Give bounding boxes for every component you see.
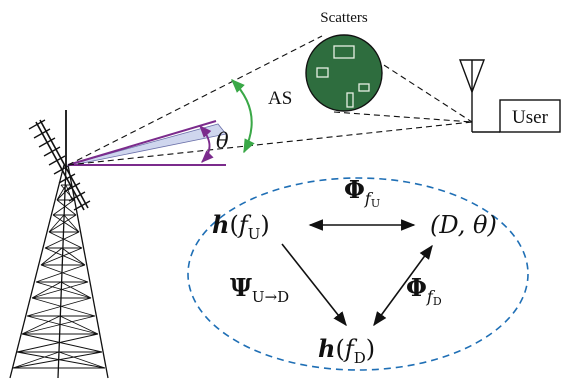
scatters-label: Scatters <box>320 10 368 26</box>
h-fd-node: h(fD) <box>318 334 375 367</box>
psi-label: ΨU→D <box>230 273 289 306</box>
scatterer-rect-1 <box>333 45 355 59</box>
base-station-tower <box>9 110 109 379</box>
tower-braces <box>12 184 106 369</box>
theta-angle-arrow <box>199 125 214 163</box>
as-label: AS <box>268 88 292 109</box>
phi-fu-label: ΦfU <box>344 175 380 210</box>
scatter-cluster <box>305 34 383 112</box>
scatterer-rect-4 <box>346 92 354 108</box>
as-angle-arrow <box>231 79 255 154</box>
scatter-circle <box>305 34 383 112</box>
scatterer-rect-2 <box>316 67 329 78</box>
user-label: User <box>512 107 549 128</box>
arrow-hfu-hfd <box>281 243 347 327</box>
tower-leg-left <box>9 164 65 379</box>
dashed-to-user <box>67 121 473 166</box>
scatterer-rect-3 <box>358 83 370 92</box>
user-box <box>499 99 561 133</box>
d-theta-node: (D, θ) <box>430 211 497 239</box>
tower-leg-right <box>67 164 109 379</box>
antenna-array <box>28 119 91 211</box>
theta-label: θ <box>216 129 229 153</box>
dashed-to-scatter-top <box>67 35 323 166</box>
beam-shape <box>67 123 227 167</box>
arrow-dtheta-hfd <box>373 244 433 327</box>
user-antenna <box>458 59 500 133</box>
beam-upper-edge <box>67 120 217 166</box>
relation-ellipse <box>187 177 529 371</box>
phi-fd-label: ΦfD <box>406 273 442 308</box>
h-fu-node: h(fU) <box>212 210 270 243</box>
